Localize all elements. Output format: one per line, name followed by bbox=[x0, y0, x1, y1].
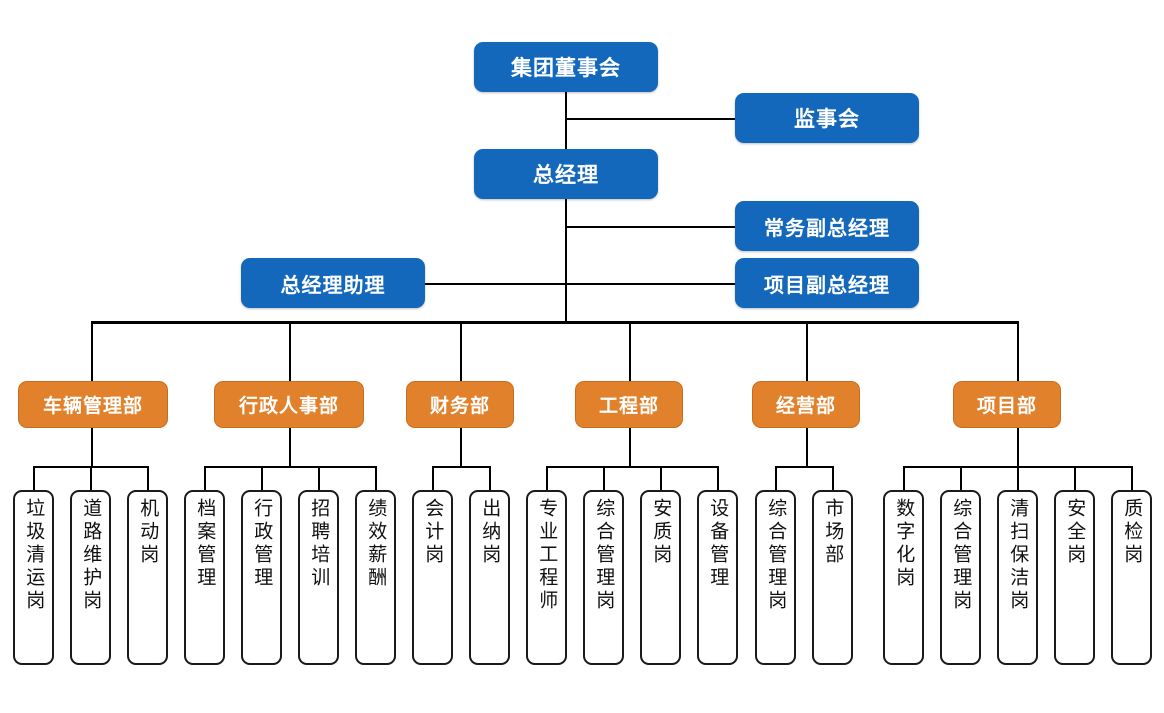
node-position-quality-inspection[interactable]: 质检岗 bbox=[1111, 490, 1152, 665]
node-position-archive-management[interactable]: 档案管理 bbox=[184, 490, 225, 665]
position-label: 安质岗 bbox=[650, 498, 672, 567]
node-position-safety-quality[interactable]: 安质岗 bbox=[640, 490, 681, 665]
dept-6-leaf-drop-4 bbox=[1074, 466, 1076, 490]
position-label: 专业工程师 bbox=[536, 498, 558, 613]
position-label: 机动岗 bbox=[137, 498, 159, 567]
node-position-mobile-duty[interactable]: 机动岗 bbox=[127, 490, 168, 665]
node-department-project[interactable]: 项目部 bbox=[953, 381, 1061, 428]
connector-to-project-deputy bbox=[565, 283, 735, 285]
drop-to-dept-5 bbox=[806, 321, 808, 381]
connector-to-supervisory-board bbox=[565, 118, 735, 120]
position-label: 行政管理 bbox=[251, 498, 273, 590]
dept-1-leaf-drop-2 bbox=[90, 466, 92, 490]
dept-2-leaf-drop-2 bbox=[261, 466, 263, 490]
dept-3-leaf-bus bbox=[432, 466, 490, 468]
node-board[interactable]: 集团董事会 bbox=[474, 42, 658, 92]
dept-1-leaf-drop-3 bbox=[147, 466, 149, 490]
node-position-road-maintenance[interactable]: 道路维护岗 bbox=[70, 490, 111, 665]
position-label: 数字化岗 bbox=[893, 498, 915, 590]
node-position-professional-engineer[interactable]: 专业工程师 bbox=[526, 490, 567, 665]
dept-4-leaf-drop-2 bbox=[603, 466, 605, 490]
position-label: 垃圾清运岗 bbox=[23, 498, 45, 613]
dept-3-stem bbox=[460, 428, 462, 466]
position-label: 质检岗 bbox=[1121, 498, 1143, 567]
position-label: 综合管理岗 bbox=[593, 498, 615, 613]
dept-5-leaf-bus bbox=[775, 466, 833, 468]
node-position-administrative-management[interactable]: 行政管理 bbox=[241, 490, 282, 665]
dept-3-leaf-drop-1 bbox=[432, 466, 434, 490]
node-position-marketing[interactable]: 市场部 bbox=[812, 490, 853, 665]
dept-1-stem bbox=[91, 428, 93, 466]
dept-6-leaf-drop-2 bbox=[960, 466, 962, 490]
connector-gm-down bbox=[565, 199, 567, 323]
node-project-deputy-gm[interactable]: 项目副总经理 bbox=[735, 258, 919, 308]
position-label: 设备管理 bbox=[707, 498, 729, 590]
position-label: 道路维护岗 bbox=[80, 498, 102, 613]
connector-board-to-gm bbox=[565, 92, 567, 149]
node-position-digitalization[interactable]: 数字化岗 bbox=[883, 490, 924, 665]
node-supervisory-board[interactable]: 监事会 bbox=[735, 93, 919, 143]
dept-6-leaf-drop-5 bbox=[1131, 466, 1133, 490]
connector-to-executive-deputy bbox=[565, 226, 735, 228]
drop-to-dept-1 bbox=[91, 321, 93, 381]
node-position-project-general-management[interactable]: 综合管理岗 bbox=[940, 490, 981, 665]
department-bus bbox=[91, 321, 1017, 324]
node-department-finance[interactable]: 财务部 bbox=[406, 381, 514, 428]
position-label: 招聘培训 bbox=[308, 498, 330, 590]
node-position-safety[interactable]: 安全岗 bbox=[1054, 490, 1095, 665]
node-position-performance-compensation[interactable]: 绩效薪酬 bbox=[355, 490, 396, 665]
node-position-recruitment-training[interactable]: 招聘培训 bbox=[298, 490, 339, 665]
node-department-engineering[interactable]: 工程部 bbox=[575, 381, 683, 428]
dept-2-leaf-drop-1 bbox=[204, 466, 206, 490]
position-label: 会计岗 bbox=[422, 498, 444, 567]
node-executive-deputy-gm[interactable]: 常务副总经理 bbox=[735, 201, 919, 251]
dept-4-leaf-bus bbox=[546, 466, 718, 468]
drop-to-dept-3 bbox=[460, 321, 462, 381]
position-label: 出纳岗 bbox=[479, 498, 501, 567]
dept-4-leaf-drop-1 bbox=[546, 466, 548, 490]
dept-2-leaf-bus bbox=[204, 466, 376, 468]
dept-4-stem bbox=[629, 428, 631, 466]
dept-6-stem bbox=[1017, 428, 1019, 466]
dept-1-leaf-drop-1 bbox=[33, 466, 35, 490]
connector-to-gm-assistant bbox=[425, 283, 565, 285]
dept-2-leaf-drop-3 bbox=[318, 466, 320, 490]
node-general-manager[interactable]: 总经理 bbox=[474, 149, 658, 199]
drop-to-dept-2 bbox=[289, 321, 291, 381]
node-position-accounting[interactable]: 会计岗 bbox=[412, 490, 453, 665]
node-department-vehicle-management[interactable]: 车辆管理部 bbox=[18, 381, 168, 428]
dept-6-leaf-drop-3 bbox=[1017, 466, 1019, 490]
dept-5-leaf-drop-1 bbox=[775, 466, 777, 490]
position-label: 市场部 bbox=[822, 498, 844, 567]
node-position-cleaning-sanitation[interactable]: 清扫保洁岗 bbox=[997, 490, 1038, 665]
node-position-equipment-management[interactable]: 设备管理 bbox=[697, 490, 738, 665]
node-department-operations[interactable]: 经营部 bbox=[752, 381, 860, 428]
dept-4-leaf-drop-4 bbox=[717, 466, 719, 490]
dept-5-leaf-drop-2 bbox=[832, 466, 834, 490]
drop-to-dept-6 bbox=[1017, 321, 1019, 381]
dept-3-leaf-drop-2 bbox=[489, 466, 491, 490]
position-label: 综合管理岗 bbox=[950, 498, 972, 613]
position-label: 安全岗 bbox=[1064, 498, 1086, 567]
dept-4-leaf-drop-3 bbox=[660, 466, 662, 490]
dept-2-leaf-drop-4 bbox=[375, 466, 377, 490]
node-position-waste-removal[interactable]: 垃圾清运岗 bbox=[13, 490, 54, 665]
drop-to-dept-4 bbox=[629, 321, 631, 381]
dept-6-leaf-drop-1 bbox=[903, 466, 905, 490]
node-position-operations-general-management[interactable]: 综合管理岗 bbox=[755, 490, 796, 665]
dept-2-stem bbox=[289, 428, 291, 466]
position-label: 档案管理 bbox=[194, 498, 216, 590]
node-position-cashier[interactable]: 出纳岗 bbox=[469, 490, 510, 665]
dept-5-stem bbox=[806, 428, 808, 466]
position-label: 综合管理岗 bbox=[765, 498, 787, 613]
node-gm-assistant[interactable]: 总经理助理 bbox=[241, 258, 425, 308]
node-department-administration-hr[interactable]: 行政人事部 bbox=[214, 381, 364, 428]
node-position-engineering-general-management[interactable]: 综合管理岗 bbox=[583, 490, 624, 665]
position-label: 绩效薪酬 bbox=[365, 498, 387, 590]
position-label: 清扫保洁岗 bbox=[1007, 498, 1029, 613]
